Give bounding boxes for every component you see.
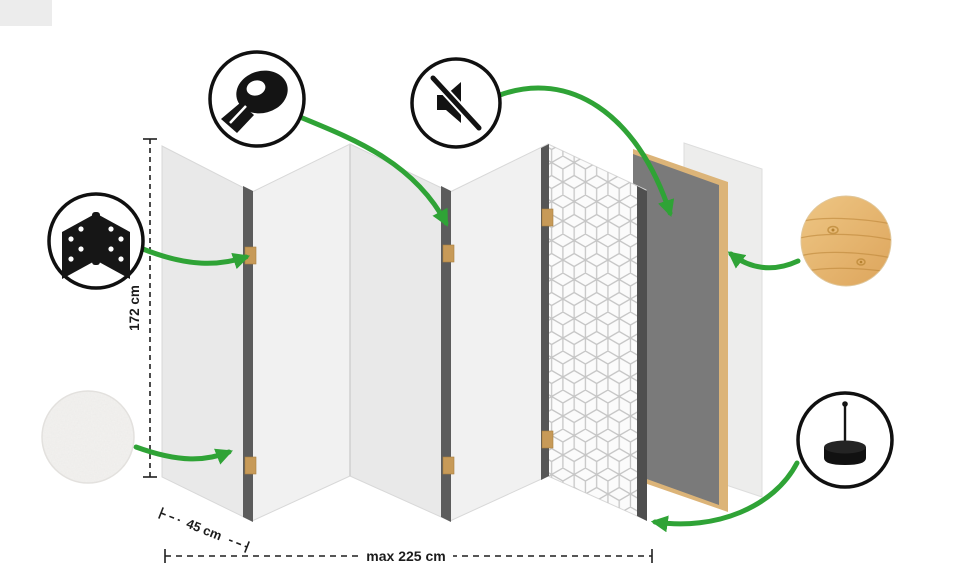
callout-mute (410, 57, 502, 149)
divider-illustration (161, 142, 763, 522)
max-width-label: max 225 cm (366, 548, 445, 564)
callout-arrows (133, 85, 801, 533)
callout-tape (208, 50, 306, 148)
callout-wood (800, 195, 892, 287)
hinge-marker (541, 430, 554, 449)
panel-width-dimension: 45 cm (158, 507, 250, 553)
arrow-feltpad-to-base (650, 460, 800, 533)
height-dimension: 172 cm (127, 138, 157, 478)
callout-hinge (47, 192, 145, 290)
hinge-icon (62, 212, 130, 279)
felt-pad-pin-icon (824, 401, 866, 465)
panel-4 (449, 143, 549, 522)
fold-edge-1 (243, 186, 253, 522)
hinge-marker (541, 208, 554, 227)
pattern-panel (547, 143, 647, 521)
max-width-dimension: max 225 cm (164, 546, 653, 565)
hinge-marker (244, 456, 257, 475)
hinge-marker (442, 456, 455, 475)
panel-2 (251, 143, 351, 522)
tape-roll-icon (221, 70, 288, 133)
muted-speaker-icon (428, 73, 484, 133)
wood-texture-swatch-icon (800, 195, 892, 287)
arrow-hinge-to-fold (140, 246, 251, 270)
callout-texture (41, 390, 135, 484)
arrow-texture-to-panel (133, 444, 233, 465)
hinge-marker (442, 244, 455, 263)
height-label: 172 cm (127, 285, 142, 331)
arrow-tape-to-hinge (297, 114, 449, 227)
fold-edge-4 (541, 144, 549, 480)
pattern-panel-edge (637, 186, 647, 521)
panel-3 (349, 143, 451, 522)
arrow-wood-to-frame (727, 251, 801, 271)
fold-edge-3 (441, 186, 451, 522)
panel-1 (161, 145, 253, 522)
callout-feltpad (796, 391, 894, 489)
arrow-mute-to-core (497, 85, 675, 218)
acoustic-core-panel (633, 154, 719, 505)
background-artifact (0, 0, 52, 26)
